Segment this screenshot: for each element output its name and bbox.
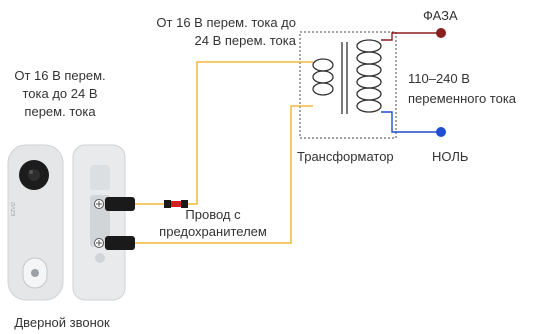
plug-bottom	[105, 236, 135, 250]
transformer-output-line1: От 16 В перем. тока до	[156, 15, 296, 30]
brand-logo-text: EZVIZ	[11, 202, 17, 216]
terminal-screw-top	[94, 199, 104, 209]
phase-wire	[381, 32, 441, 41]
neutral-label: НОЛЬ	[432, 149, 468, 164]
neutral-terminal-dot	[436, 127, 446, 137]
doorbell-voltage-line2: тока до 24 В	[22, 86, 97, 101]
neutral-wire	[381, 111, 441, 133]
doorbell-front: EZVIZ	[7, 144, 64, 301]
inline-fuse	[164, 200, 188, 208]
transformer-core	[341, 42, 348, 114]
phase-terminal-dot	[436, 28, 446, 38]
plug-top	[105, 197, 135, 211]
primary-coil	[356, 39, 382, 113]
fuse-wire-label-line2: предохранителем	[159, 224, 267, 239]
secondary-coil	[312, 58, 334, 96]
doorbell-back	[72, 144, 126, 301]
doorbell-voltage-line1: От 16 В перем.	[14, 68, 105, 83]
transformer-output-line2: 24 В перем. тока	[195, 33, 297, 48]
doorbell-label: Дверной звонок	[14, 315, 110, 330]
fuse-wire-yellow-upper	[188, 61, 313, 205]
terminal-screw-bottom	[94, 238, 104, 248]
mains-voltage-line2: переменного тока	[408, 91, 517, 106]
lower-wire-yellow	[134, 105, 313, 244]
fuse-wire-label-line1: Провод с	[185, 207, 241, 222]
phase-label: ФАЗА	[423, 8, 458, 23]
bell-icon	[31, 269, 39, 277]
mains-voltage-line1: 110–240 В	[408, 71, 470, 86]
transformer-label: Трансформатор	[297, 149, 394, 164]
transformer-box	[299, 31, 397, 139]
doorbell-voltage-line3: перем. тока	[24, 104, 96, 119]
